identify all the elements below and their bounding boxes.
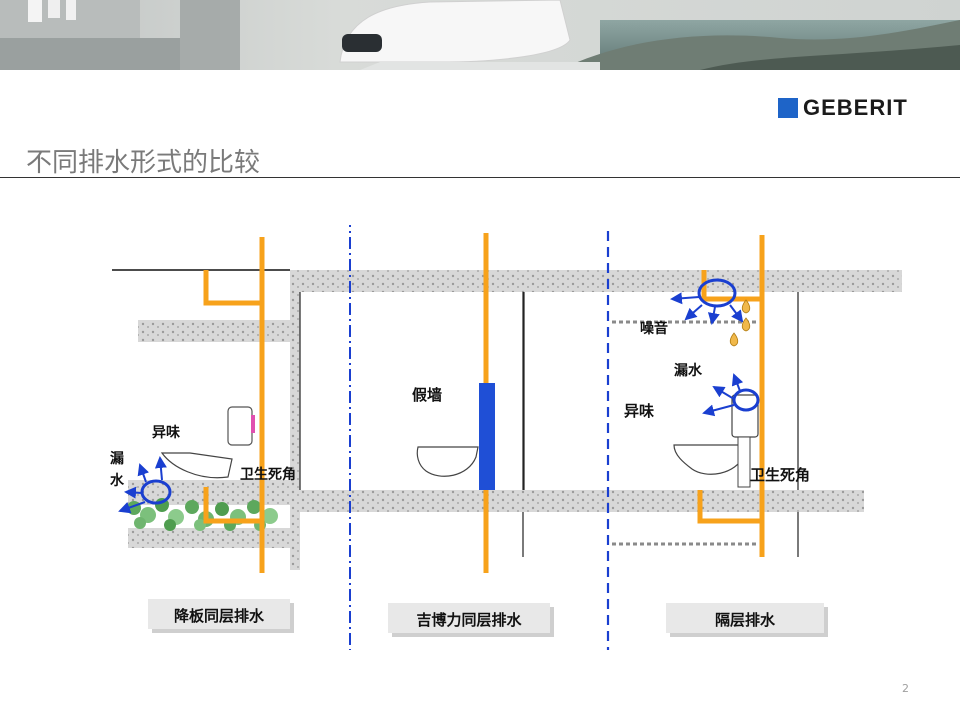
header-banner-photo [0,0,960,70]
false-wall-module [479,383,495,490]
page-title: 不同排水形式的比较 [26,142,260,179]
drip-icon-1 [742,300,750,313]
diagram-svg: 异味 漏 水 卫生死角 假墙 [100,225,910,655]
label-leak-1a: 漏 [110,451,124,467]
geberit-logo: GEBERIT [778,96,908,120]
brand-name: GEBERIT [803,95,908,121]
panel-sunken-slab: 异味 漏 水 卫生死角 [110,237,300,573]
drip-icon-2 [742,318,750,331]
caption-box-1: 降板同层排水 [148,599,294,633]
page-number: 2 [902,682,909,695]
upper-ceiling-slab [138,320,290,342]
banner-image [0,0,960,70]
label-leak-3: 漏水 [674,362,703,379]
sunken-lower-slab [128,528,290,548]
drip-icon-3 [730,333,738,346]
caption-box-3: 隔层排水 [666,603,828,637]
caption-box-2: 吉博力同层排水 [388,603,554,637]
label-noise: 噪音 [640,320,668,337]
caption-below-slab: 隔层排水 [715,611,776,629]
caption-sunken-slab: 降板同层排水 [174,607,265,625]
logo-square-icon [778,98,798,118]
lower-floor-slab [290,490,864,512]
geberit-toilet [417,447,478,476]
upper-branch-pipe [206,270,260,303]
drainage-comparison-diagram: 异味 漏 水 卫生死角 假墙 [100,225,910,655]
label-odor-1: 异味 [152,425,180,441]
caption-geberit: 吉博力同层排水 [416,611,522,629]
structural-wall [290,270,300,570]
label-false-wall: 假墙 [412,386,442,404]
title-divider [0,177,960,178]
label-dead-corner-1: 卫生死角 [240,466,296,483]
label-dead-corner-3: 卫生死角 [750,466,810,484]
label-leak-1b: 水 [110,472,125,489]
label-odor-3: 异味 [624,402,654,420]
upper-floor-slab [290,270,902,292]
